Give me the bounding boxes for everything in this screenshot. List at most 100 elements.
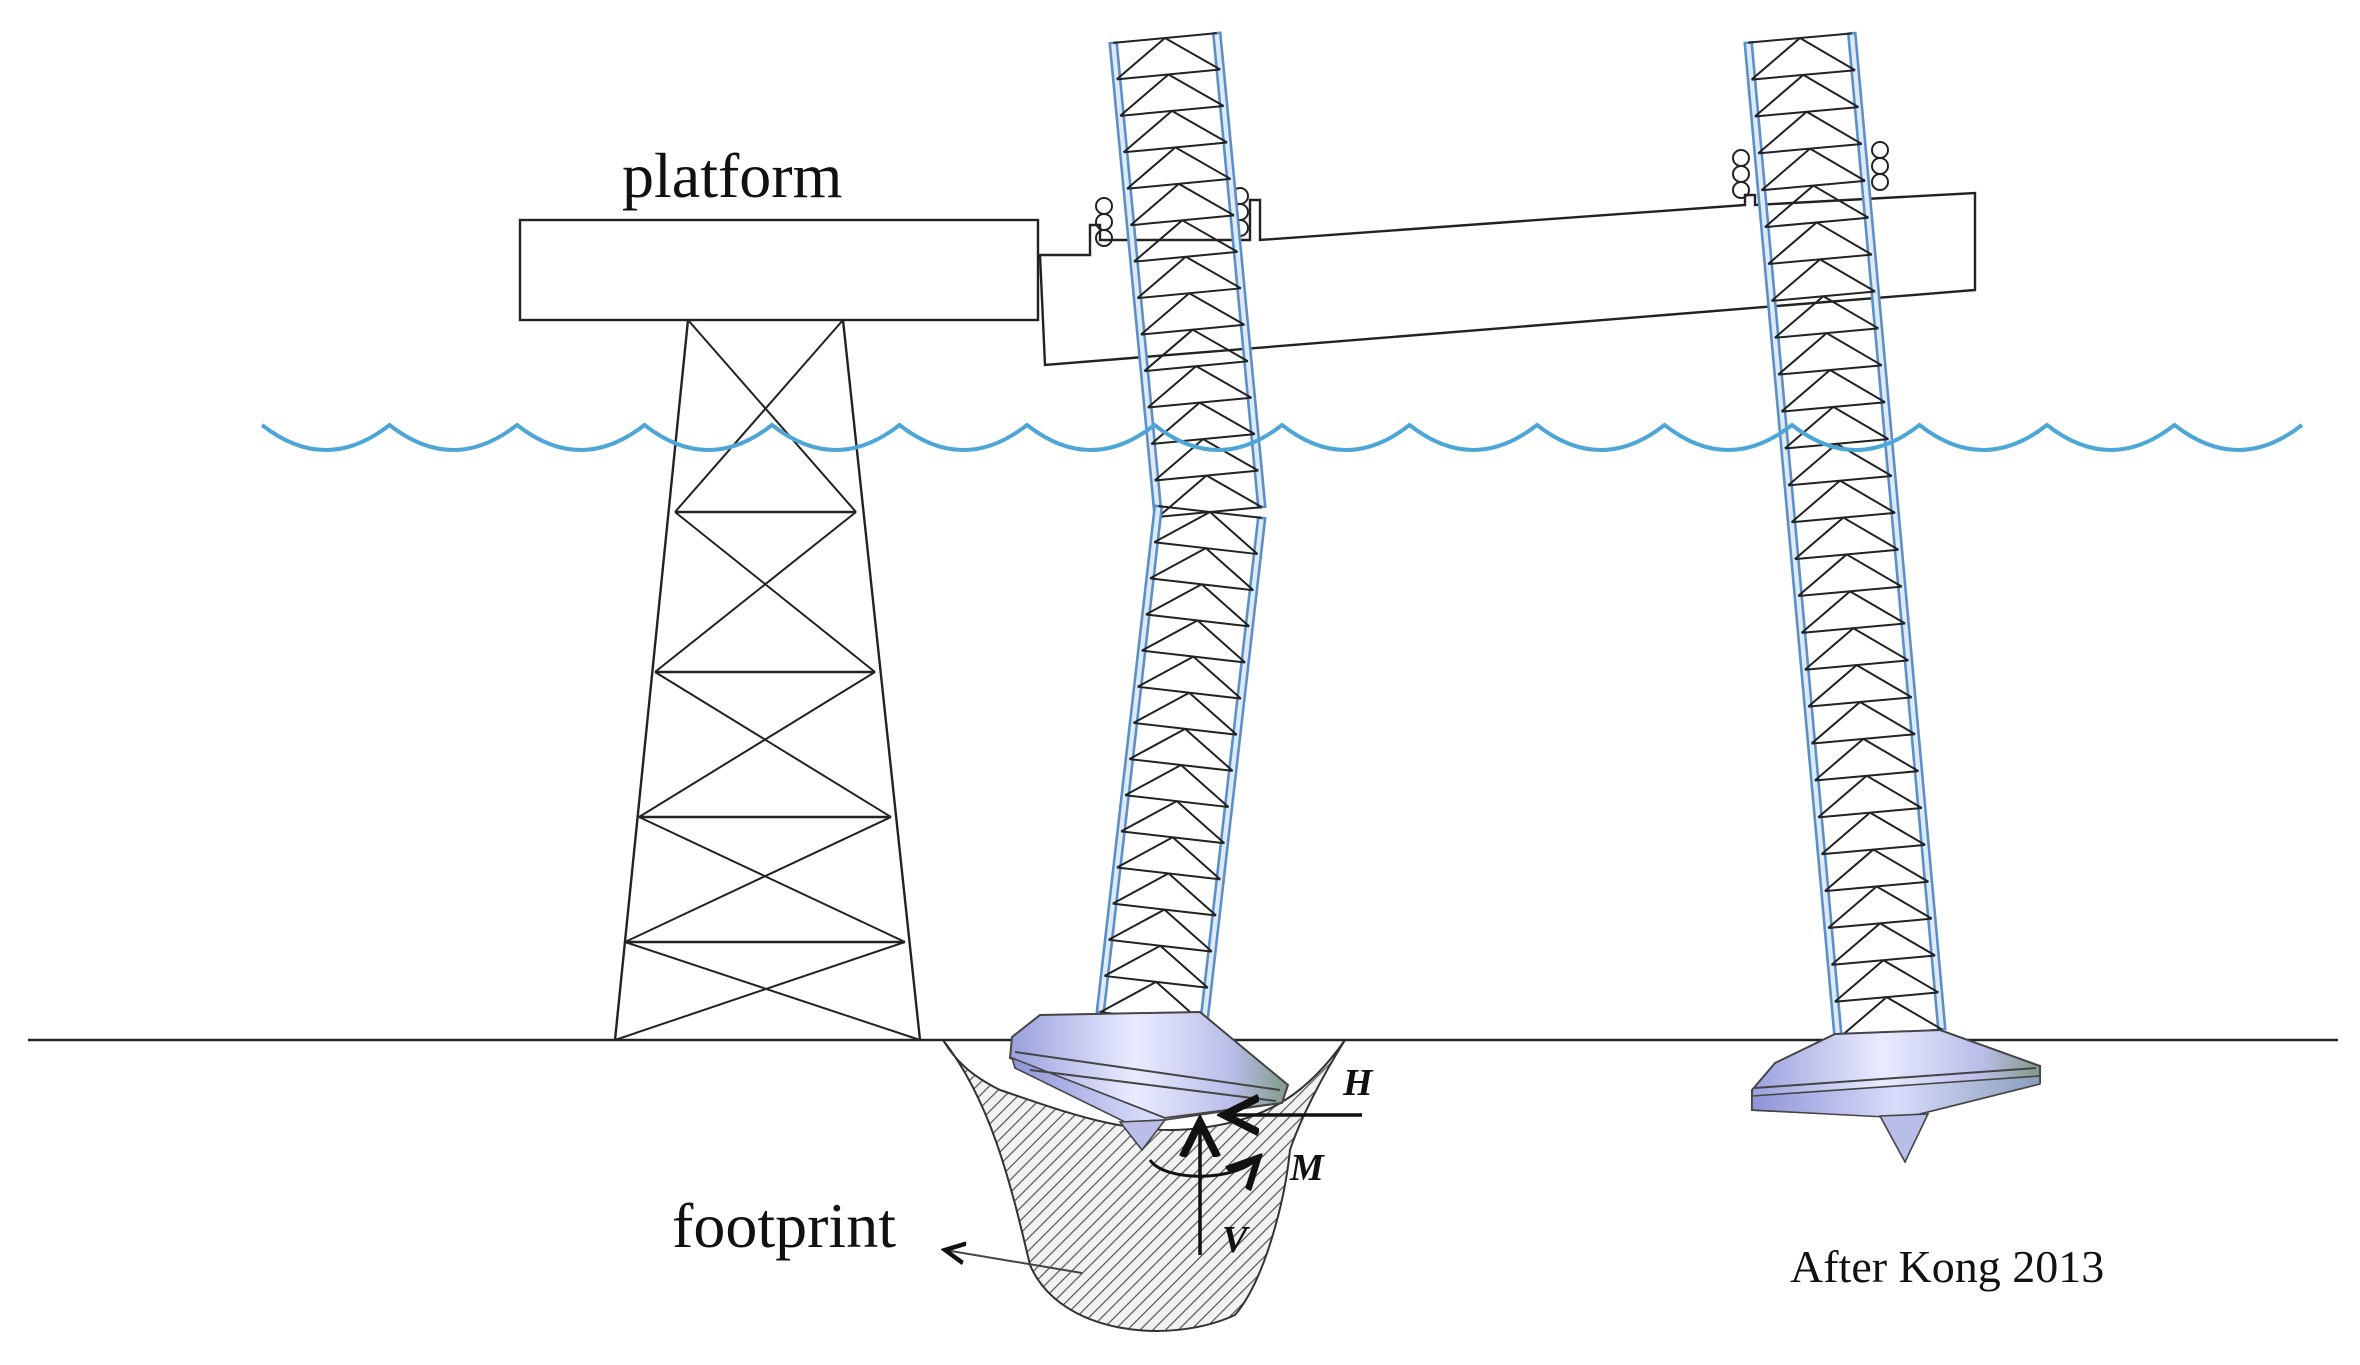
- right-leg-diagonal: [1760, 147, 1811, 191]
- right-leg-diagonal: [1797, 553, 1848, 597]
- left-leg-lower-diagonal: [1112, 872, 1170, 905]
- left-leg-upper-diagonal: [1122, 110, 1173, 154]
- left-leg-lower-diagonal: [1104, 944, 1161, 977]
- left-leg-upper-diagonal: [1150, 401, 1201, 445]
- left-leg-upper-diagonal: [1126, 146, 1177, 190]
- spudcan-right: [1751, 1028, 2041, 1164]
- left-leg-lower-diagonal: [1153, 511, 1211, 544]
- right-leg-diagonal: [1839, 479, 1896, 514]
- right-leg-diagonal: [1774, 295, 1824, 339]
- left-leg-upper-diagonal: [1174, 146, 1232, 180]
- right-leg-diagonal: [1817, 775, 1868, 819]
- right-leg-diagonal: [1834, 959, 1884, 1003]
- left-leg-lower-diagonal: [1145, 583, 1203, 616]
- left-leg-lower-brace: [1154, 541, 1258, 556]
- right-leg-diagonal: [1842, 516, 1899, 551]
- left-leg-upper-diagonal: [1129, 183, 1180, 226]
- right-leg-diagonal: [1879, 922, 1936, 957]
- right-leg-diagonal: [1790, 479, 1841, 523]
- left-leg-lower-diagonal: [1176, 800, 1226, 844]
- footprint-label: footprint: [672, 1190, 896, 1261]
- right-leg-diagonal: [1837, 996, 1888, 1040]
- right-leg-diagonal: [1832, 406, 1889, 440]
- jackup-leg-left: [1095, 31, 1267, 1026]
- load-arrows: [1148, 1115, 1362, 1255]
- fixed-jacket-structure: [518, 218, 1040, 1041]
- left-leg-lower-diagonal: [1196, 619, 1246, 664]
- right-leg-diagonal: [1807, 664, 1858, 708]
- right-leg-diagonal: [1750, 37, 1801, 81]
- left-leg-upper-diagonal: [1164, 37, 1221, 71]
- right-leg-diagonal: [1846, 553, 1903, 588]
- right-leg-diagonal: [1849, 590, 1906, 625]
- left-leg-upper-diagonal: [1167, 73, 1225, 107]
- right-leg-diagonal: [1787, 443, 1838, 487]
- left-leg-lower-diagonal: [1180, 764, 1230, 808]
- left-leg-upper-diagonal: [1136, 256, 1187, 299]
- right-leg-diagonal: [1824, 848, 1874, 892]
- left-leg-lower-diagonal: [1133, 691, 1190, 724]
- left-leg-upper-diagonal: [1133, 219, 1183, 263]
- left-leg-lower-brace: [1125, 794, 1229, 809]
- right-leg-chord: [1846, 31, 1947, 1032]
- left-leg-upper-diagonal: [1185, 255, 1242, 290]
- left-leg-lower-diagonal: [1099, 980, 1157, 1013]
- horizontal-load-label: H: [1342, 1062, 1374, 1104]
- left-leg-lower-diagonal: [1172, 836, 1221, 881]
- left-leg-lower-diagonal: [1124, 764, 1182, 797]
- right-leg-diagonal: [1826, 332, 1883, 367]
- source-credit: After Kong 2013: [1790, 1241, 2104, 1292]
- left-leg-lower-diagonal: [1184, 728, 1234, 772]
- right-leg-diagonal: [1882, 959, 1939, 994]
- right-leg-diagonal: [1802, 74, 1859, 108]
- left-leg-upper-diagonal: [1171, 110, 1228, 144]
- right-leg-diagonal: [1784, 406, 1834, 450]
- right-leg-diagonal: [1827, 885, 1878, 929]
- pinion-rollers: [1095, 141, 1889, 247]
- right-leg-diagonal: [1829, 369, 1886, 404]
- left-leg-lower-diagonal: [1137, 655, 1194, 688]
- right-leg-diagonal: [1799, 37, 1856, 72]
- left-leg-upper-diagonal: [1192, 328, 1249, 363]
- left-leg-upper-diagonal: [1195, 365, 1252, 399]
- right-leg-diagonal: [1800, 590, 1851, 634]
- right-leg-diagonal: [1819, 258, 1876, 293]
- left-leg-lower-diagonal: [1163, 908, 1213, 953]
- right-leg-diagonal: [1820, 811, 1871, 855]
- left-leg-lower-diagonal: [1120, 800, 1178, 833]
- right-leg-diagonal: [1804, 627, 1854, 671]
- right-leg-diagonal: [1822, 295, 1879, 330]
- vertical-load-label: V: [1222, 1219, 1250, 1261]
- right-leg-diagonal: [1777, 332, 1828, 376]
- left-leg-upper-diagonal: [1206, 474, 1263, 508]
- left-leg-lower-diagonal: [1192, 655, 1242, 700]
- moment-label: M: [1289, 1147, 1325, 1189]
- left-leg-upper-diagonal: [1119, 73, 1170, 117]
- spudcan-left: [1008, 1010, 1290, 1152]
- right-leg-diagonal: [1812, 184, 1869, 219]
- right-leg-diagonal: [1754, 74, 1804, 118]
- left-leg-lower-diagonal: [1159, 944, 1209, 989]
- jackup-leg-right: [1743, 31, 1947, 1041]
- right-leg-brace: [1818, 806, 1922, 819]
- right-leg-diagonal: [1794, 516, 1844, 560]
- right-leg-diagonal: [1814, 738, 1864, 782]
- right-leg-diagonal: [1876, 885, 1933, 920]
- right-leg-diagonal: [1770, 258, 1821, 302]
- right-leg-diagonal: [1856, 664, 1913, 699]
- right-leg-diagonal: [1816, 221, 1873, 256]
- footprint-pointer: [945, 1250, 1083, 1274]
- left-leg-upper-diagonal: [1143, 328, 1194, 372]
- left-leg-upper-diagonal: [1181, 219, 1239, 253]
- right-leg-diagonal: [1862, 738, 1919, 772]
- right-leg-brace: [1758, 142, 1862, 155]
- right-leg-diagonal: [1780, 369, 1831, 413]
- right-leg-diagonal: [1852, 627, 1909, 662]
- left-leg-lower-diagonal: [1141, 619, 1199, 652]
- left-leg-upper-diagonal: [1202, 438, 1259, 472]
- left-leg-lower-diagonal: [1108, 908, 1165, 941]
- left-leg-lower-diagonal: [1188, 691, 1238, 736]
- left-leg-lower-diagonal: [1149, 547, 1207, 580]
- platform-deck: [518, 218, 1040, 322]
